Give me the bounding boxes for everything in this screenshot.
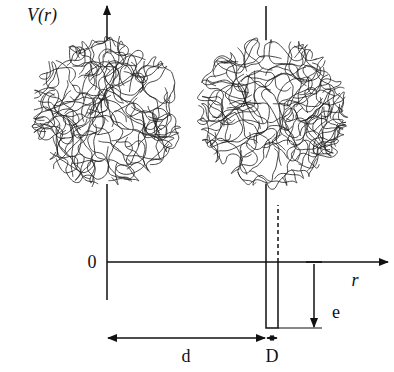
polymer-strand	[100, 99, 162, 130]
polymer-strand	[158, 61, 175, 103]
axis-label: r	[350, 271, 359, 289]
polymer-strand	[40, 61, 76, 81]
polymer-strand	[34, 80, 68, 132]
polymer-strand	[91, 63, 143, 94]
polymer-strand	[126, 86, 144, 146]
polymer-strand	[231, 132, 257, 173]
polymer-strand	[198, 90, 224, 122]
polymer-strand	[67, 38, 111, 66]
polymer-strand	[218, 119, 269, 157]
polymer-strand	[133, 98, 168, 139]
depth-tick	[306, 261, 322, 263]
coil-ground	[35, 40, 179, 184]
polymer-strand	[314, 125, 347, 154]
polymer-strand	[246, 74, 293, 106]
depth-base	[278, 328, 322, 329]
polymer-strand	[224, 71, 258, 127]
polymer-strand	[34, 85, 81, 118]
polymer-strand	[78, 53, 116, 81]
well-dashed-edge	[277, 205, 279, 262]
polymer-strand	[109, 111, 146, 166]
polymer-strand	[52, 93, 108, 121]
polymer-strand	[32, 93, 55, 133]
axis-label: V(r)	[26, 6, 58, 24]
polymer-strand	[202, 58, 247, 96]
polymer-strand	[207, 79, 248, 108]
polymer-strand	[111, 89, 135, 141]
polymer-strand	[253, 169, 297, 185]
polymer-strand	[284, 90, 335, 131]
polymer-strand	[202, 139, 219, 162]
axis-label: d	[181, 347, 192, 365]
polymer-strand	[213, 45, 265, 78]
polymer-coil	[197, 38, 347, 189]
polymer-coil	[32, 36, 180, 187]
r-axis	[107, 261, 388, 263]
polymer-strand	[274, 139, 308, 179]
polymer-strand	[240, 134, 275, 173]
polymer-strand	[307, 122, 338, 153]
polymer-strand	[244, 71, 290, 97]
polymer-strand	[74, 154, 98, 184]
polymer-strand	[135, 57, 156, 83]
d-dimension	[108, 337, 265, 339]
polymer-strand	[276, 128, 302, 165]
polymer-strand	[221, 128, 276, 144]
polymer-strand	[217, 48, 245, 73]
polymer-strand	[60, 98, 95, 144]
polymer-strand	[282, 98, 322, 130]
polymer-strand	[108, 142, 134, 181]
polymer-strand	[74, 136, 92, 180]
polymer-strand	[286, 118, 317, 172]
polymer-strand	[69, 37, 116, 53]
polymer-strand	[34, 48, 85, 98]
polymer-strand	[131, 107, 178, 137]
polymer-strand	[75, 42, 98, 91]
polymer-strand	[266, 60, 325, 82]
polymer-strand	[238, 121, 259, 183]
polymer-strand	[221, 62, 251, 104]
polymer-strand	[32, 94, 54, 132]
polymer-strand	[265, 42, 307, 61]
axis-label: 0	[87, 253, 98, 271]
axis-label: e	[331, 303, 341, 321]
depth-arrow	[313, 264, 315, 327]
polymer-strand	[59, 115, 81, 157]
polymer-strand	[94, 124, 132, 181]
polymer-strand	[202, 96, 235, 123]
polymer-strand	[269, 63, 320, 81]
D-dimension	[267, 337, 277, 339]
polymer-strand	[238, 149, 278, 185]
polymer-strand	[330, 92, 346, 123]
polymer-strand	[89, 60, 119, 112]
polymer-strand	[208, 103, 251, 157]
polymer-strand	[289, 42, 312, 95]
polymer-strand	[78, 110, 107, 161]
polymer-strand	[53, 136, 78, 172]
polymer-strand	[238, 67, 263, 129]
polymer-strand	[296, 87, 345, 121]
polymer-strand	[148, 114, 179, 149]
polymer-strand	[321, 104, 346, 154]
polymer-strand	[282, 158, 317, 185]
polymer-strand	[114, 36, 137, 86]
polymer-strand	[311, 124, 344, 156]
polymer-strand	[316, 67, 341, 91]
axis-label: D	[265, 347, 280, 365]
polymer-strand	[214, 126, 286, 155]
